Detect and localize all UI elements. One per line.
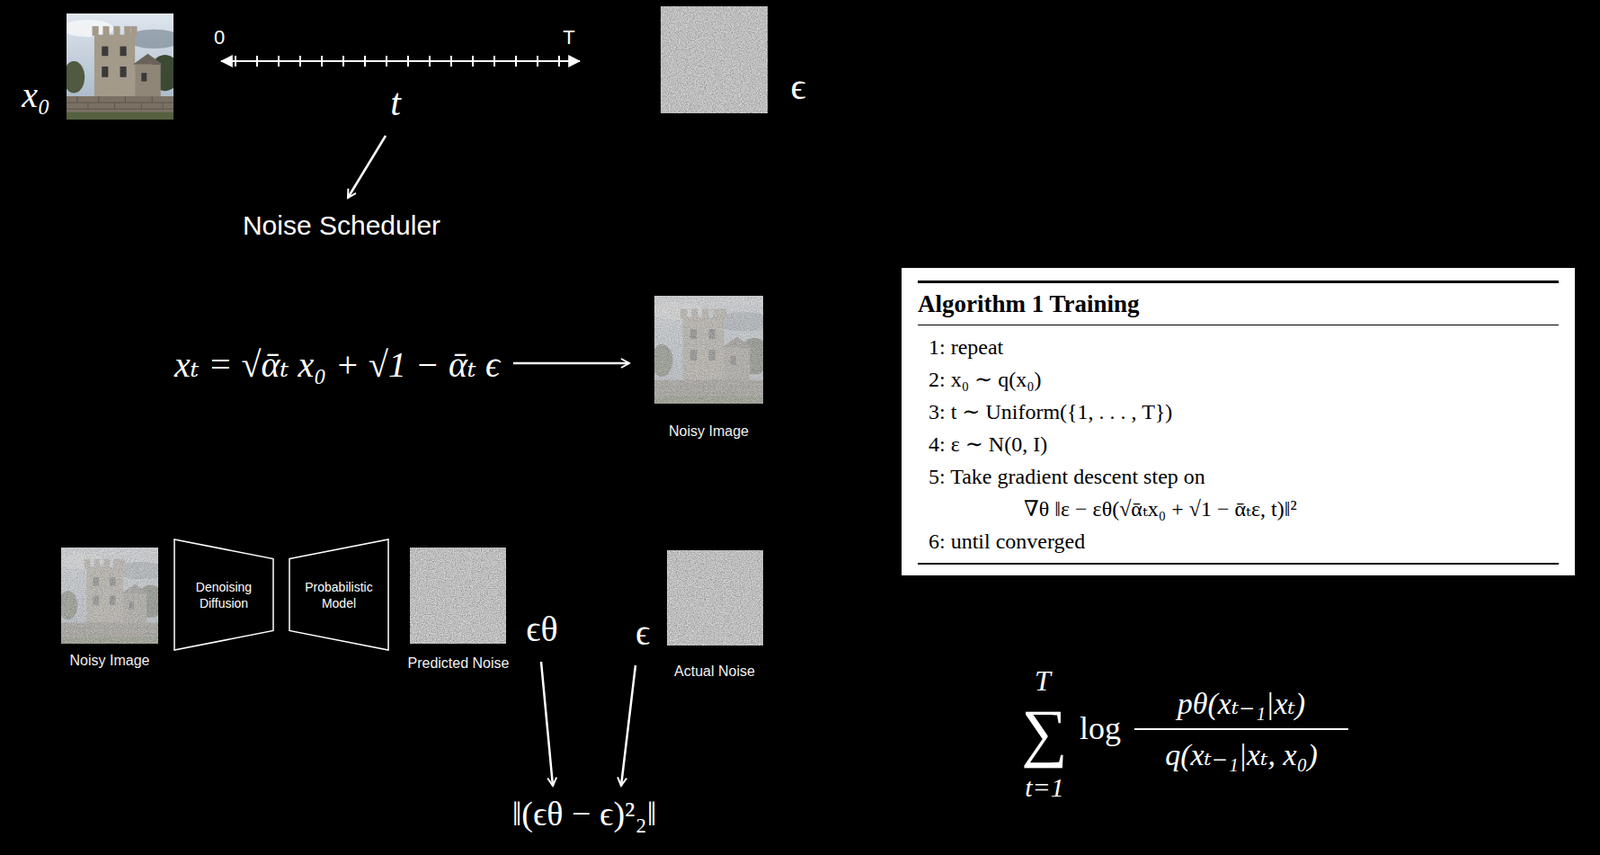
image-panel: Predicted Noise: [400, 547, 517, 672]
label-holder: q(xₜ₋₁|xₜ, x₀): [1164, 737, 1318, 773]
noise-image: [660, 6, 768, 114]
image-panel: Noisy Image: [645, 295, 773, 440]
math-symbol: ϵθ: [525, 608, 558, 650]
label-holder: T: [562, 26, 575, 49]
sum-limit: T: [1034, 664, 1051, 698]
label-holder: log: [1079, 710, 1121, 747]
label-holder: ϵθ: [525, 608, 558, 650]
label-holder: ∑: [1021, 700, 1067, 765]
sum-symbol: ∑: [1021, 700, 1067, 765]
block-label: Probabilistic Model: [299, 578, 379, 612]
result-arrow: [513, 362, 630, 365]
block-label: Denoising Diffusion: [184, 578, 264, 612]
algorithm-line: ∇θ ‖ε − εθ(√ᾱₜx₀ + √1 − ᾱₜε, t)‖²: [1023, 492, 1559, 525]
leader-arrow: [621, 665, 636, 786]
math-symbol: t: [390, 80, 401, 125]
label-holder: xₜ = √ᾱₜ x₀ + √1 − ᾱₜ ϵ: [174, 344, 500, 386]
algorithm-line: 2: x₀ ∼ q(x₀): [928, 363, 1559, 396]
equation: xₜ = √ᾱₜ x₀ + √1 − ᾱₜ ϵ: [174, 344, 500, 386]
label-holder: ϵ: [635, 612, 650, 654]
noise-overlay: [61, 547, 159, 644]
noise-overlay: [654, 295, 764, 404]
algorithm-line: 4: ε ∼ N(0, I): [928, 427, 1559, 461]
image-caption: Predicted Noise: [408, 654, 510, 672]
noisy-image: [57, 547, 167, 644]
math-function: log: [1079, 710, 1121, 747]
process-label: Noise Scheduler: [242, 210, 441, 242]
fraction-numerator: pθ(xₜ₋₁|xₜ): [1177, 685, 1306, 721]
image-panel: Noisy Image: [51, 547, 169, 669]
timeline: [221, 55, 580, 67]
network-block: Denoising Diffusion: [173, 538, 275, 651]
label-holder: ‖(ϵθ − ϵ)²₂‖: [512, 794, 658, 835]
noise-image: [409, 547, 507, 644]
noise-image: [666, 550, 764, 646]
label-holder: t=1: [1024, 772, 1065, 804]
input-image: [62, 13, 182, 120]
algorithm-line: 5: Take gradient descent step on: [928, 460, 1559, 493]
image-caption: Noisy Image: [668, 422, 749, 440]
fraction-denominator: q(xₜ₋₁|xₜ, x₀): [1164, 737, 1318, 773]
image-panel: Actual Noise: [656, 550, 774, 680]
label-holder: pθ(xₜ₋₁|xₜ): [1177, 685, 1306, 721]
loss-formula: ‖(ϵθ − ϵ)²₂‖: [512, 794, 658, 835]
noisy-image: [649, 295, 773, 404]
algorithm-line: 3: t ∼ Uniform({1, . . . , T}): [928, 395, 1559, 428]
image-caption: Noisy Image: [70, 651, 151, 669]
label-holder: Noise Scheduler: [242, 210, 441, 242]
label-holder: t: [390, 80, 401, 125]
math-symbol: ϵ: [635, 612, 650, 654]
network-block: Probabilistic Model: [288, 538, 390, 651]
leader-arrow: [541, 661, 553, 786]
algorithm-line: 1: repeat: [928, 330, 1559, 364]
axis-label: 0: [213, 26, 225, 49]
image-caption: Actual Noise: [674, 662, 756, 680]
algorithm-box: Algorithm 1 Training 1: repeat2: x₀ ∼ q(x…: [901, 267, 1575, 576]
trapezoid-outline: [173, 538, 275, 651]
math-symbol: ϵ: [790, 64, 806, 108]
label-holder: x₀: [21, 74, 51, 116]
axis-label: T: [562, 26, 575, 49]
algorithm-line: 6: until converged: [917, 524, 1559, 565]
math-symbol: x₀: [21, 74, 51, 116]
label-holder: T: [1034, 664, 1051, 698]
label-holder: ϵ: [790, 64, 806, 108]
trapezoid-outline: [288, 538, 390, 651]
fraction-bar: [1134, 728, 1349, 730]
leader-arrow: [347, 135, 386, 198]
sum-limit: t=1: [1024, 772, 1065, 804]
label-holder: 0: [213, 26, 225, 49]
algorithm-title: Algorithm 1 Training: [917, 280, 1559, 326]
